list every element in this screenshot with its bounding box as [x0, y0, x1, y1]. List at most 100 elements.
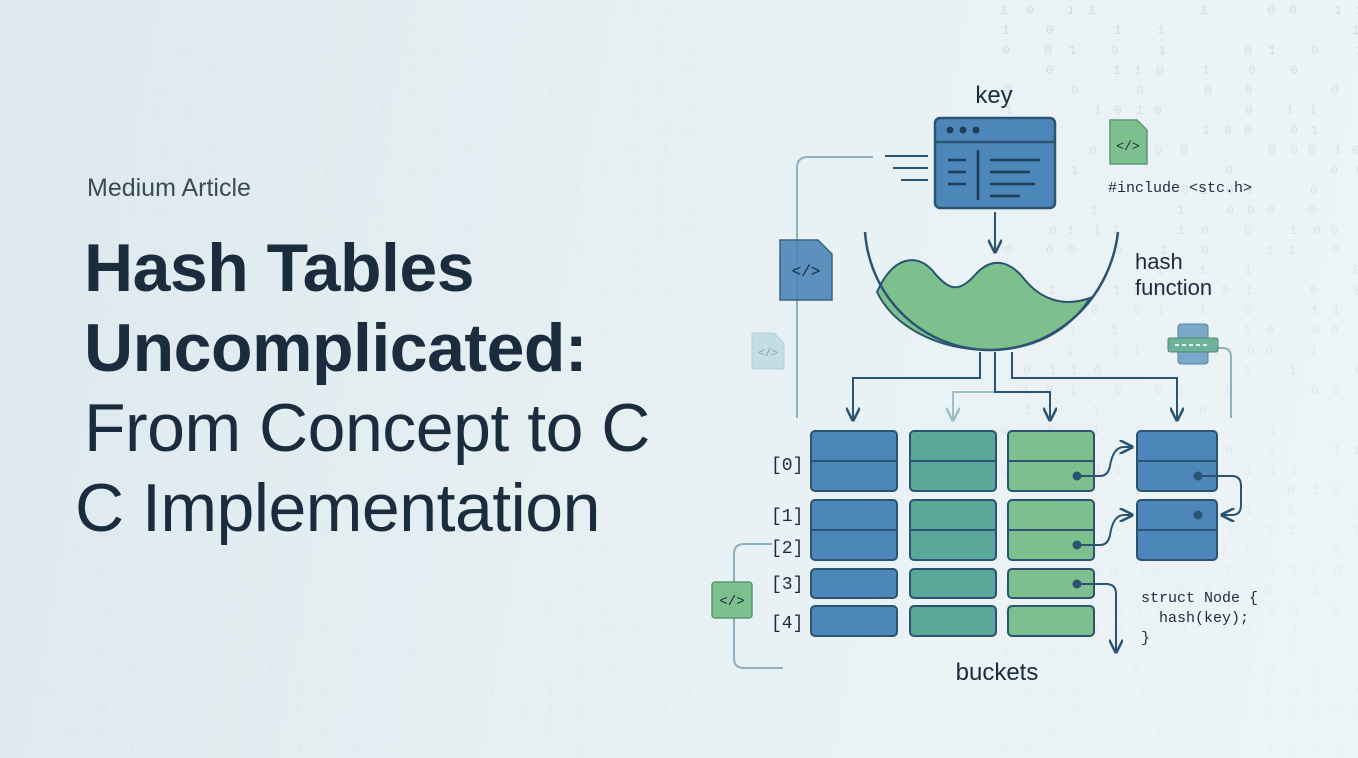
- binary-digit: 1: [1111, 323, 1119, 338]
- binary-digit: 0: [1226, 203, 1234, 218]
- binary-digit: 0: [520, 23, 528, 38]
- binary-digit: 1: [350, 143, 358, 158]
- binary-digit: 1: [1092, 623, 1100, 638]
- binary-digit: 0: [1332, 383, 1340, 398]
- binary-digit: 1: [1199, 183, 1207, 198]
- binary-digit: 0: [1265, 343, 1273, 358]
- binary-digit: 1: [268, 623, 276, 638]
- binary-digit: 0: [43, 383, 51, 398]
- binary-digit: 0: [1355, 363, 1358, 378]
- binary-digit: 0: [628, 143, 636, 158]
- binary-digit: 1: [41, 503, 49, 518]
- binary-digit: 0: [658, 203, 666, 218]
- binary-digit: 1: [1268, 43, 1276, 58]
- hash-function-bowl: [863, 231, 1120, 352]
- binary-digit: 1: [101, 603, 109, 618]
- binary-digit: 1: [406, 683, 414, 698]
- binary-digit: 0: [491, 163, 499, 178]
- binary-digit: 0: [434, 163, 442, 178]
- header-file-icon: </>: [1109, 119, 1148, 165]
- binary-digit: 0: [545, 123, 553, 138]
- binary-digit: 1: [1243, 543, 1251, 558]
- binary-digit: 0: [1160, 643, 1168, 658]
- binary-digit: 1: [73, 103, 81, 118]
- binary-digit: 1: [1067, 223, 1075, 238]
- binary-digit: 1: [1023, 723, 1031, 738]
- binary-digit: 0: [1221, 283, 1229, 298]
- binary-digit: 0: [1115, 623, 1123, 638]
- binary-digit: 0: [1247, 343, 1255, 358]
- binary-digit: 0: [489, 563, 497, 578]
- binary-digit: 0: [380, 43, 388, 58]
- binary-digit: 1: [297, 103, 305, 118]
- binary-digit: 0: [1333, 543, 1341, 558]
- binary-digit: 1: [658, 463, 666, 478]
- binary-digit: 1: [1180, 623, 1188, 638]
- faded-file-icon: </>: [751, 332, 785, 370]
- binary-digit: 1: [1005, 103, 1013, 118]
- binary-digit: 1: [1069, 43, 1077, 58]
- binary-digit: 0: [1356, 163, 1358, 178]
- binary-digit: 1: [1290, 463, 1298, 478]
- binary-digit: 1: [660, 723, 668, 738]
- binary-digit: 0: [1114, 243, 1122, 258]
- binary-digit: 1: [1094, 103, 1102, 118]
- binary-digit: 0: [1248, 63, 1256, 78]
- binary-digit: 0: [684, 523, 692, 538]
- binary-digit: 0: [44, 143, 52, 158]
- binary-digit: 1: [1155, 723, 1163, 738]
- binary-digit: 0: [322, 63, 330, 78]
- binary-digit: 0: [435, 23, 443, 38]
- binary-digit: 0: [100, 643, 108, 658]
- binary-digit: 1: [1310, 563, 1318, 578]
- binary-digit: 0: [240, 183, 248, 198]
- binary-digit: 1: [630, 203, 638, 218]
- binary-digit: 0: [685, 63, 693, 78]
- binary-digit: 0: [381, 583, 389, 598]
- bucket-index-4: [4]: [771, 614, 803, 634]
- binary-digit: 0: [1266, 323, 1274, 338]
- binary-digit: 1: [656, 523, 664, 538]
- binary-digit: 1: [1268, 563, 1276, 578]
- binary-digit: 1: [242, 643, 250, 658]
- binary-digit: 1: [324, 123, 332, 138]
- binary-digit: 0: [1244, 43, 1252, 58]
- binary-digit: 0: [1198, 703, 1206, 718]
- binary-digit: 0: [1244, 123, 1252, 138]
- binary-digit: 1: [1092, 423, 1100, 438]
- binary-digit: 0: [575, 743, 583, 758]
- binary-digit: 1: [1094, 463, 1102, 478]
- binary-digit: 0: [184, 723, 192, 738]
- binary-digit: 1: [158, 143, 166, 158]
- binary-digit: 0: [491, 63, 499, 78]
- binary-digit: 1: [488, 683, 496, 698]
- binary-digit: 0: [1023, 363, 1031, 378]
- binary-digit: 0: [1091, 303, 1099, 318]
- binary-digit: 1: [575, 203, 583, 218]
- binary-digit: 0: [1154, 103, 1162, 118]
- binary-digit: 0: [433, 683, 441, 698]
- binary-digit: 1: [1289, 743, 1297, 758]
- binary-digit: 0: [661, 703, 669, 718]
- binary-digit: 1: [688, 603, 696, 618]
- title-line-3: From Concept to C: [84, 390, 650, 466]
- binary-digit: 0: [1331, 703, 1339, 718]
- binary-digit: 0: [492, 583, 500, 598]
- binary-digit: 1: [1157, 23, 1165, 38]
- binary-digit: 0: [1247, 203, 1255, 218]
- svg-text:</>: </>: [1116, 139, 1140, 154]
- binary-digit: 0: [293, 63, 301, 78]
- binary-digit: 1: [1220, 583, 1228, 598]
- binary-digit: 1: [1335, 743, 1343, 758]
- binary-digit: 1: [605, 663, 613, 678]
- binary-digit: 0: [1352, 143, 1358, 158]
- binary-digit: 1: [1066, 343, 1074, 358]
- binary-digit: 0: [463, 143, 471, 158]
- hash-table-diagram: key </> #include <stc.h>: [711, 82, 1258, 686]
- binary-digit: 0: [209, 63, 217, 78]
- binary-digit: 1: [600, 43, 608, 58]
- binary-digit: 0: [155, 203, 163, 218]
- binary-digit: 1: [377, 623, 385, 638]
- binary-digit: 0: [73, 343, 81, 358]
- binary-digit: 1: [1138, 563, 1146, 578]
